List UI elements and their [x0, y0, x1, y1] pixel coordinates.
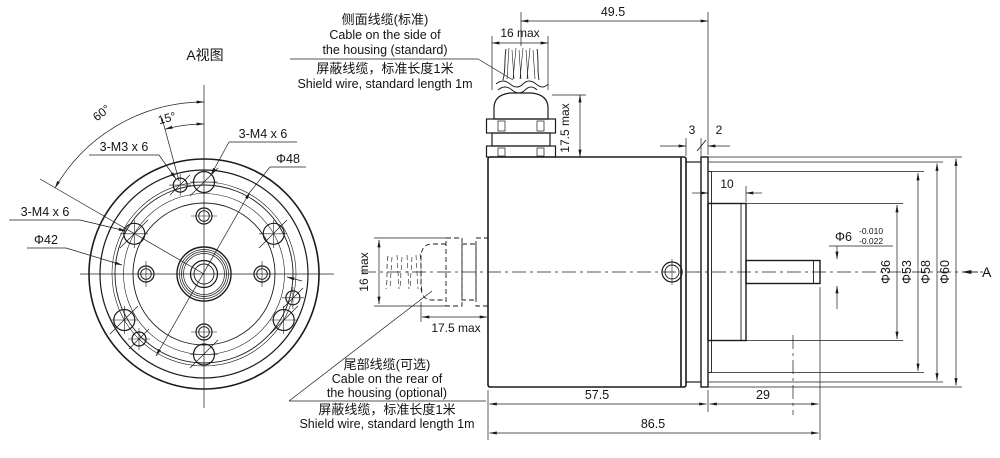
dim-29: 29: [756, 388, 770, 402]
note-line: Cable on the rear of: [332, 372, 443, 386]
shaft-tol-upper: -0.010: [859, 226, 883, 236]
dimensions: 49.5 16 max 17.5 max 3 2 10 Φ6: [357, 5, 992, 440]
dia-58-label: Φ58: [919, 260, 933, 284]
m4-hole: [269, 305, 299, 335]
front-view-a: A视图: [9, 47, 334, 408]
note-line: Shield wire, standard length 1m: [297, 77, 472, 91]
shaft-dia-label: Φ6: [835, 230, 852, 244]
dim-57-5: 57.5: [585, 388, 609, 402]
top-note-leader: [477, 58, 514, 81]
dim-cable-height: 17.5 max: [558, 103, 572, 152]
m3-hole: [282, 287, 304, 309]
shaft-assembly: [707, 202, 821, 342]
screw-left: [137, 261, 155, 287]
note-line: 屏蔽线缆，标准长度1米: [316, 61, 453, 76]
rear-gland-dome: [420, 243, 446, 301]
note-line: Cable on the side of: [329, 28, 441, 42]
screw-right: [253, 261, 271, 287]
gland-nut-2: [485, 145, 557, 158]
m4-top-label: 3-M4 x 6: [239, 127, 288, 141]
note-line: 尾部线缆(可选): [344, 357, 431, 372]
dim-rear-cable-length: 17.5 max: [431, 321, 480, 335]
m4-hole: [119, 219, 149, 249]
note-line: the housing (standard): [322, 43, 447, 57]
arc-60deg: [54, 100, 205, 189]
front-face-screw: [661, 259, 683, 285]
front-view-labels: 3-M3 x 6 3-M4 x 6 Φ48 3-M4 x 6 Φ42: [9, 127, 306, 357]
dia48-label: Φ48: [276, 152, 300, 166]
dim-boss-length: 10: [720, 177, 734, 191]
note-line: Shield wire, standard length 1m: [299, 417, 474, 431]
dim-gap-3: 3: [689, 123, 696, 137]
dim-86-5: 86.5: [641, 417, 665, 431]
view-a-label: A: [982, 264, 992, 280]
note-line: 侧面线缆(标准): [342, 12, 429, 27]
m3-label: 3-M3 x 6: [100, 140, 149, 154]
side-view: 49.5 16 max 17.5 max 3 2 10 Φ6: [288, 5, 992, 440]
dim-49-5: 49.5: [601, 5, 625, 19]
shaft-tol-lower: -0.022: [859, 236, 883, 246]
angle-dimensions: 60° 15°: [54, 100, 205, 189]
rear-cable-note: 尾部线缆(可选) Cable on the rear of the housin…: [288, 290, 486, 431]
dia-53-label: Φ53: [900, 260, 914, 284]
rear-note-leader: [288, 290, 433, 402]
dim-gap-2: 2: [716, 123, 723, 137]
top-cable-note: 侧面线缆(标准) Cable on the side of the housin…: [290, 12, 514, 91]
dia42-label: Φ42: [34, 233, 58, 247]
gland-dome: [493, 92, 549, 120]
dia-60-label: Φ60: [938, 260, 952, 284]
cable-gland-top: [485, 47, 557, 158]
dim-cable-width: 16 max: [500, 26, 539, 40]
angle-15-label: 15°: [156, 109, 177, 127]
m4-hole: [258, 219, 288, 249]
main-housing: [487, 156, 687, 388]
rear-cable-gland: [385, 237, 489, 307]
m4-hole: [109, 305, 139, 335]
note-line: the housing (optional): [327, 386, 447, 400]
note-line: 屏蔽线缆，标准长度1米: [318, 402, 455, 417]
dia-36-label: Φ36: [879, 260, 893, 284]
shaft: [745, 259, 821, 285]
dim-rear-cable-height: 16 max: [357, 252, 371, 291]
arc-15deg: [164, 122, 205, 130]
m3-hole: [128, 328, 150, 350]
housing-body: [487, 156, 712, 388]
front-view-title: A视图: [186, 47, 223, 63]
m4-left-label: 3-M4 x 6: [21, 205, 70, 219]
